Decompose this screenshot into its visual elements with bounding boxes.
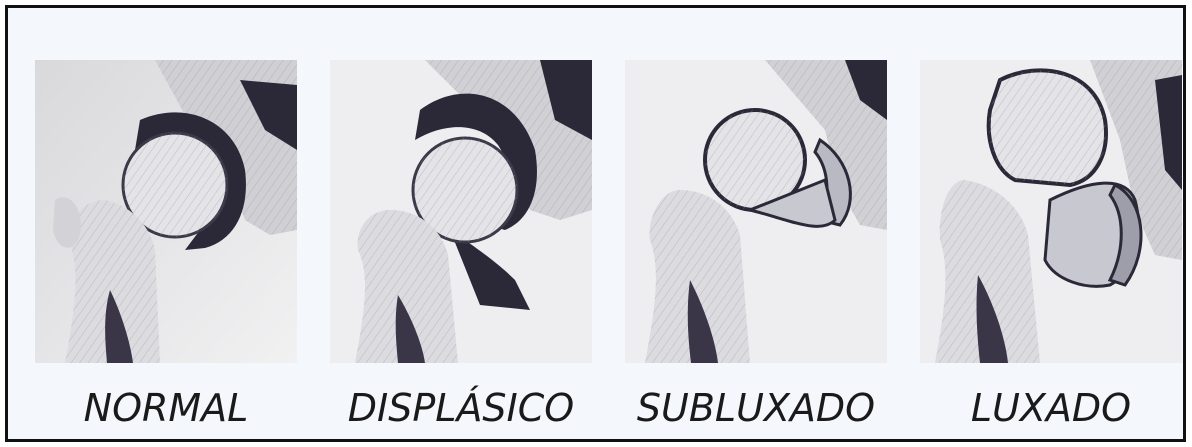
caption-subluxado: SUBLUXADO [625,380,887,436]
hip-joint-displasico-image [330,60,592,363]
hip-illustration-displasico [330,60,592,363]
caption-displasico: DISPLÁSICO [330,380,592,436]
figure-frame: NORMAL DISPLÁSICO SUBLUXADO LUXADO [5,5,1186,442]
caption-normal: NORMAL [35,380,297,436]
hip-illustration-normal [35,60,297,363]
hip-illustration-luxado [920,60,1182,363]
hip-joint-subluxado-image [625,60,887,363]
caption-luxado: LUXADO [920,380,1182,436]
hip-joint-normal-image [35,60,297,363]
hip-illustration-subluxado [625,60,887,363]
hip-joint-luxado-image [920,60,1182,363]
